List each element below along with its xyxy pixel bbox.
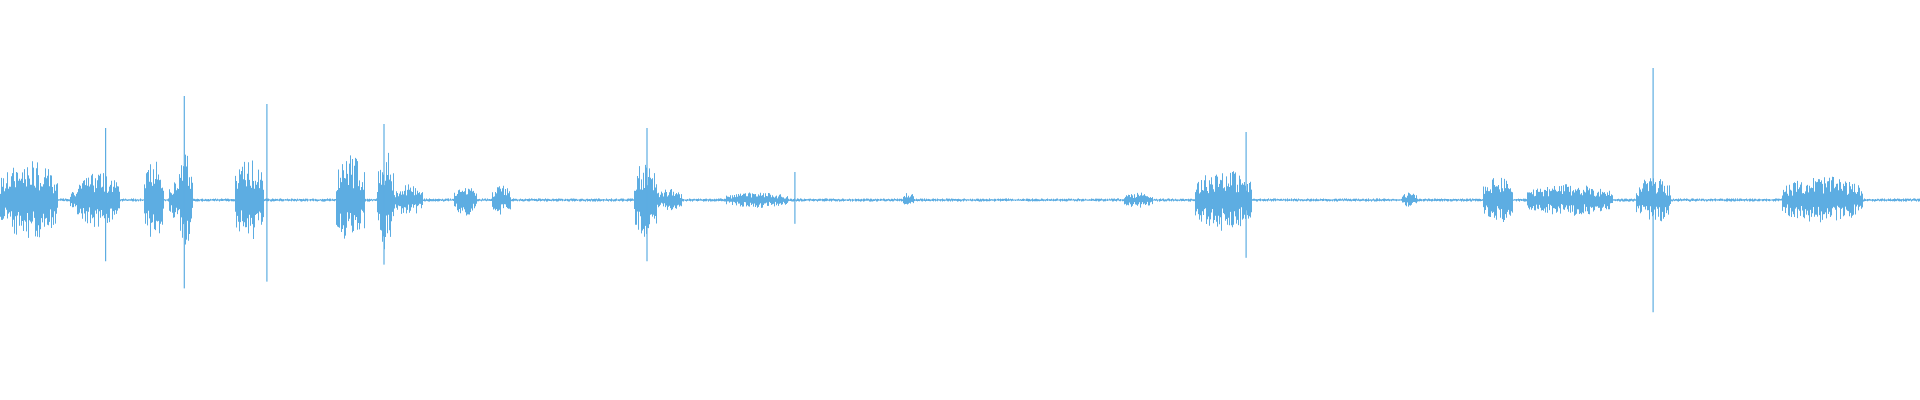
waveform-samples: [0, 152, 1920, 250]
waveform-transients: [104, 68, 1654, 313]
waveform-sample-trace: [0, 152, 1920, 250]
